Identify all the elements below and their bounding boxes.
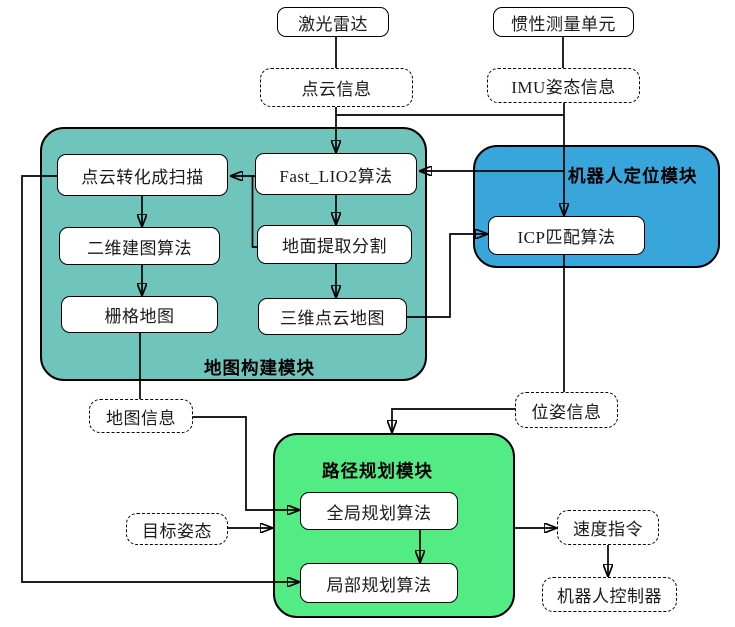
module-path-planning-label: 路径规划模块 bbox=[322, 461, 433, 481]
node-pose-info: 位姿信息 bbox=[515, 392, 618, 428]
node-fast-lio2: Fast_LIO2算法 bbox=[255, 153, 417, 195]
module-map-building-label: 地图构建模块 bbox=[204, 358, 315, 378]
edge-pose-info-to-planning-module bbox=[392, 408, 515, 433]
node-pointcloud-info: 点云信息 bbox=[260, 68, 413, 107]
node-velocity-command: 速度指令 bbox=[557, 510, 659, 545]
node-ground-segmentation: 地面提取分割 bbox=[257, 225, 412, 264]
node-local-planner: 局部规划算法 bbox=[300, 563, 458, 603]
node-goal-pose: 目标姿态 bbox=[126, 513, 228, 545]
node-grid-map: 栅格地图 bbox=[61, 296, 218, 333]
node-robot-controller: 机器人控制器 bbox=[542, 577, 677, 612]
module-robot-localization-label: 机器人定位模块 bbox=[568, 166, 698, 186]
node-2d-mapping: 二维建图算法 bbox=[59, 227, 220, 265]
node-lidar: 激光雷达 bbox=[277, 7, 389, 37]
node-3d-pointcloud-map: 三维点云地图 bbox=[258, 298, 407, 335]
node-icp-matching: ICP匹配算法 bbox=[488, 216, 645, 255]
node-imu-pose-info: IMU姿态信息 bbox=[487, 68, 640, 103]
node-map-info: 地图信息 bbox=[89, 399, 193, 433]
node-imu-unit: 惯性测量单元 bbox=[493, 7, 634, 37]
node-scan-conversion: 点云转化成扫描 bbox=[57, 154, 228, 196]
node-global-planner: 全局规划算法 bbox=[300, 492, 458, 530]
